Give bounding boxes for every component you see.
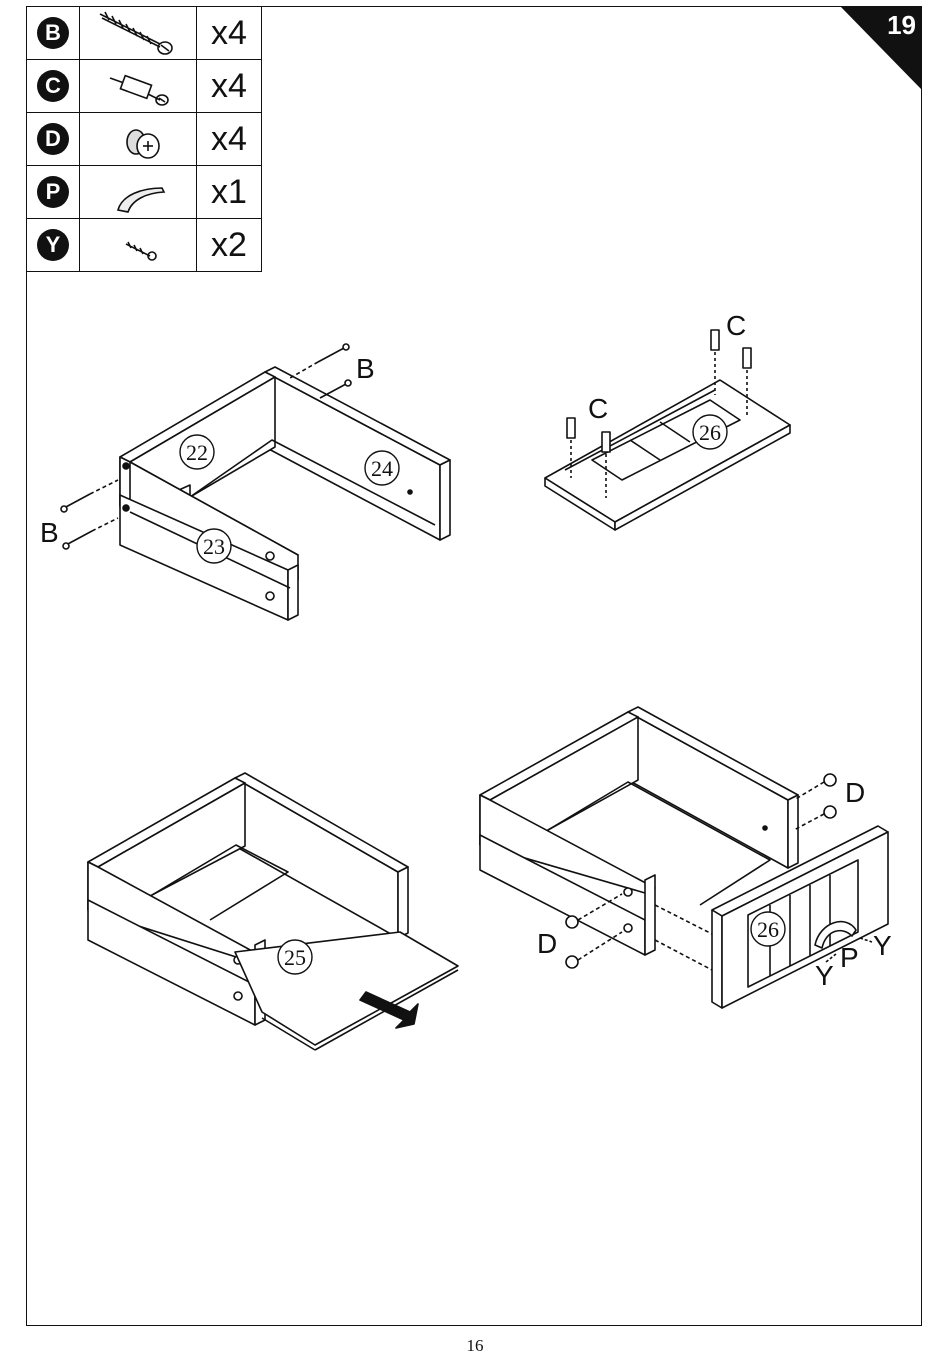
part-qty-p: x1 [197, 166, 262, 219]
parts-list-table: B x4 C x4 D x4 P x1 Y x2 [26, 6, 262, 272]
bolt-c-label-left: C [588, 393, 608, 424]
part-qty-y: x2 [197, 219, 262, 272]
bolt-c-label-top: C [726, 310, 746, 341]
cam-d-label-top: D [845, 777, 865, 808]
parts-row: P x1 [27, 166, 262, 219]
panel-25-label: 25 [284, 945, 306, 970]
drawing-bottom-panel-insert [88, 773, 458, 1050]
part-letter-y: Y [37, 229, 69, 261]
part-letter-p: P [37, 176, 69, 208]
part-image-cell [80, 166, 197, 219]
part-image-cell [80, 113, 197, 166]
step-number: 19 [887, 10, 916, 41]
cam-d-label-left: D [537, 928, 557, 959]
drawing-front-panel-bolts [545, 330, 790, 530]
page-number: 16 [0, 1336, 950, 1356]
panel-23-label: 23 [203, 534, 225, 559]
part-image-cell [80, 60, 197, 113]
part-letter-d: D [37, 123, 69, 155]
panel-24-label: 24 [371, 456, 393, 481]
screw-b-label-top: B [356, 353, 375, 384]
part-image-cell [80, 219, 197, 272]
screw-y-label-left: Y [815, 960, 834, 991]
part-qty-c: x4 [197, 60, 262, 113]
panel-number-circles [180, 415, 785, 974]
part-image-cell [80, 7, 197, 60]
screw-b-label-left: B [40, 517, 59, 548]
part-qty-d: x4 [197, 113, 262, 166]
part-letter-b: B [37, 17, 69, 49]
handle-p-label: P [840, 942, 859, 973]
parts-row: D x4 [27, 113, 262, 166]
parts-row: C x4 [27, 60, 262, 113]
screw-y-label-right: Y [873, 930, 892, 961]
panel-22-label: 22 [186, 440, 208, 465]
part-letter-c: C [37, 70, 69, 102]
panel-26-label-a: 26 [699, 420, 721, 445]
parts-row: Y x2 [27, 219, 262, 272]
part-qty-b: x4 [197, 7, 262, 60]
parts-row: B x4 [27, 7, 262, 60]
panel-26-label-b: 26 [757, 917, 779, 942]
